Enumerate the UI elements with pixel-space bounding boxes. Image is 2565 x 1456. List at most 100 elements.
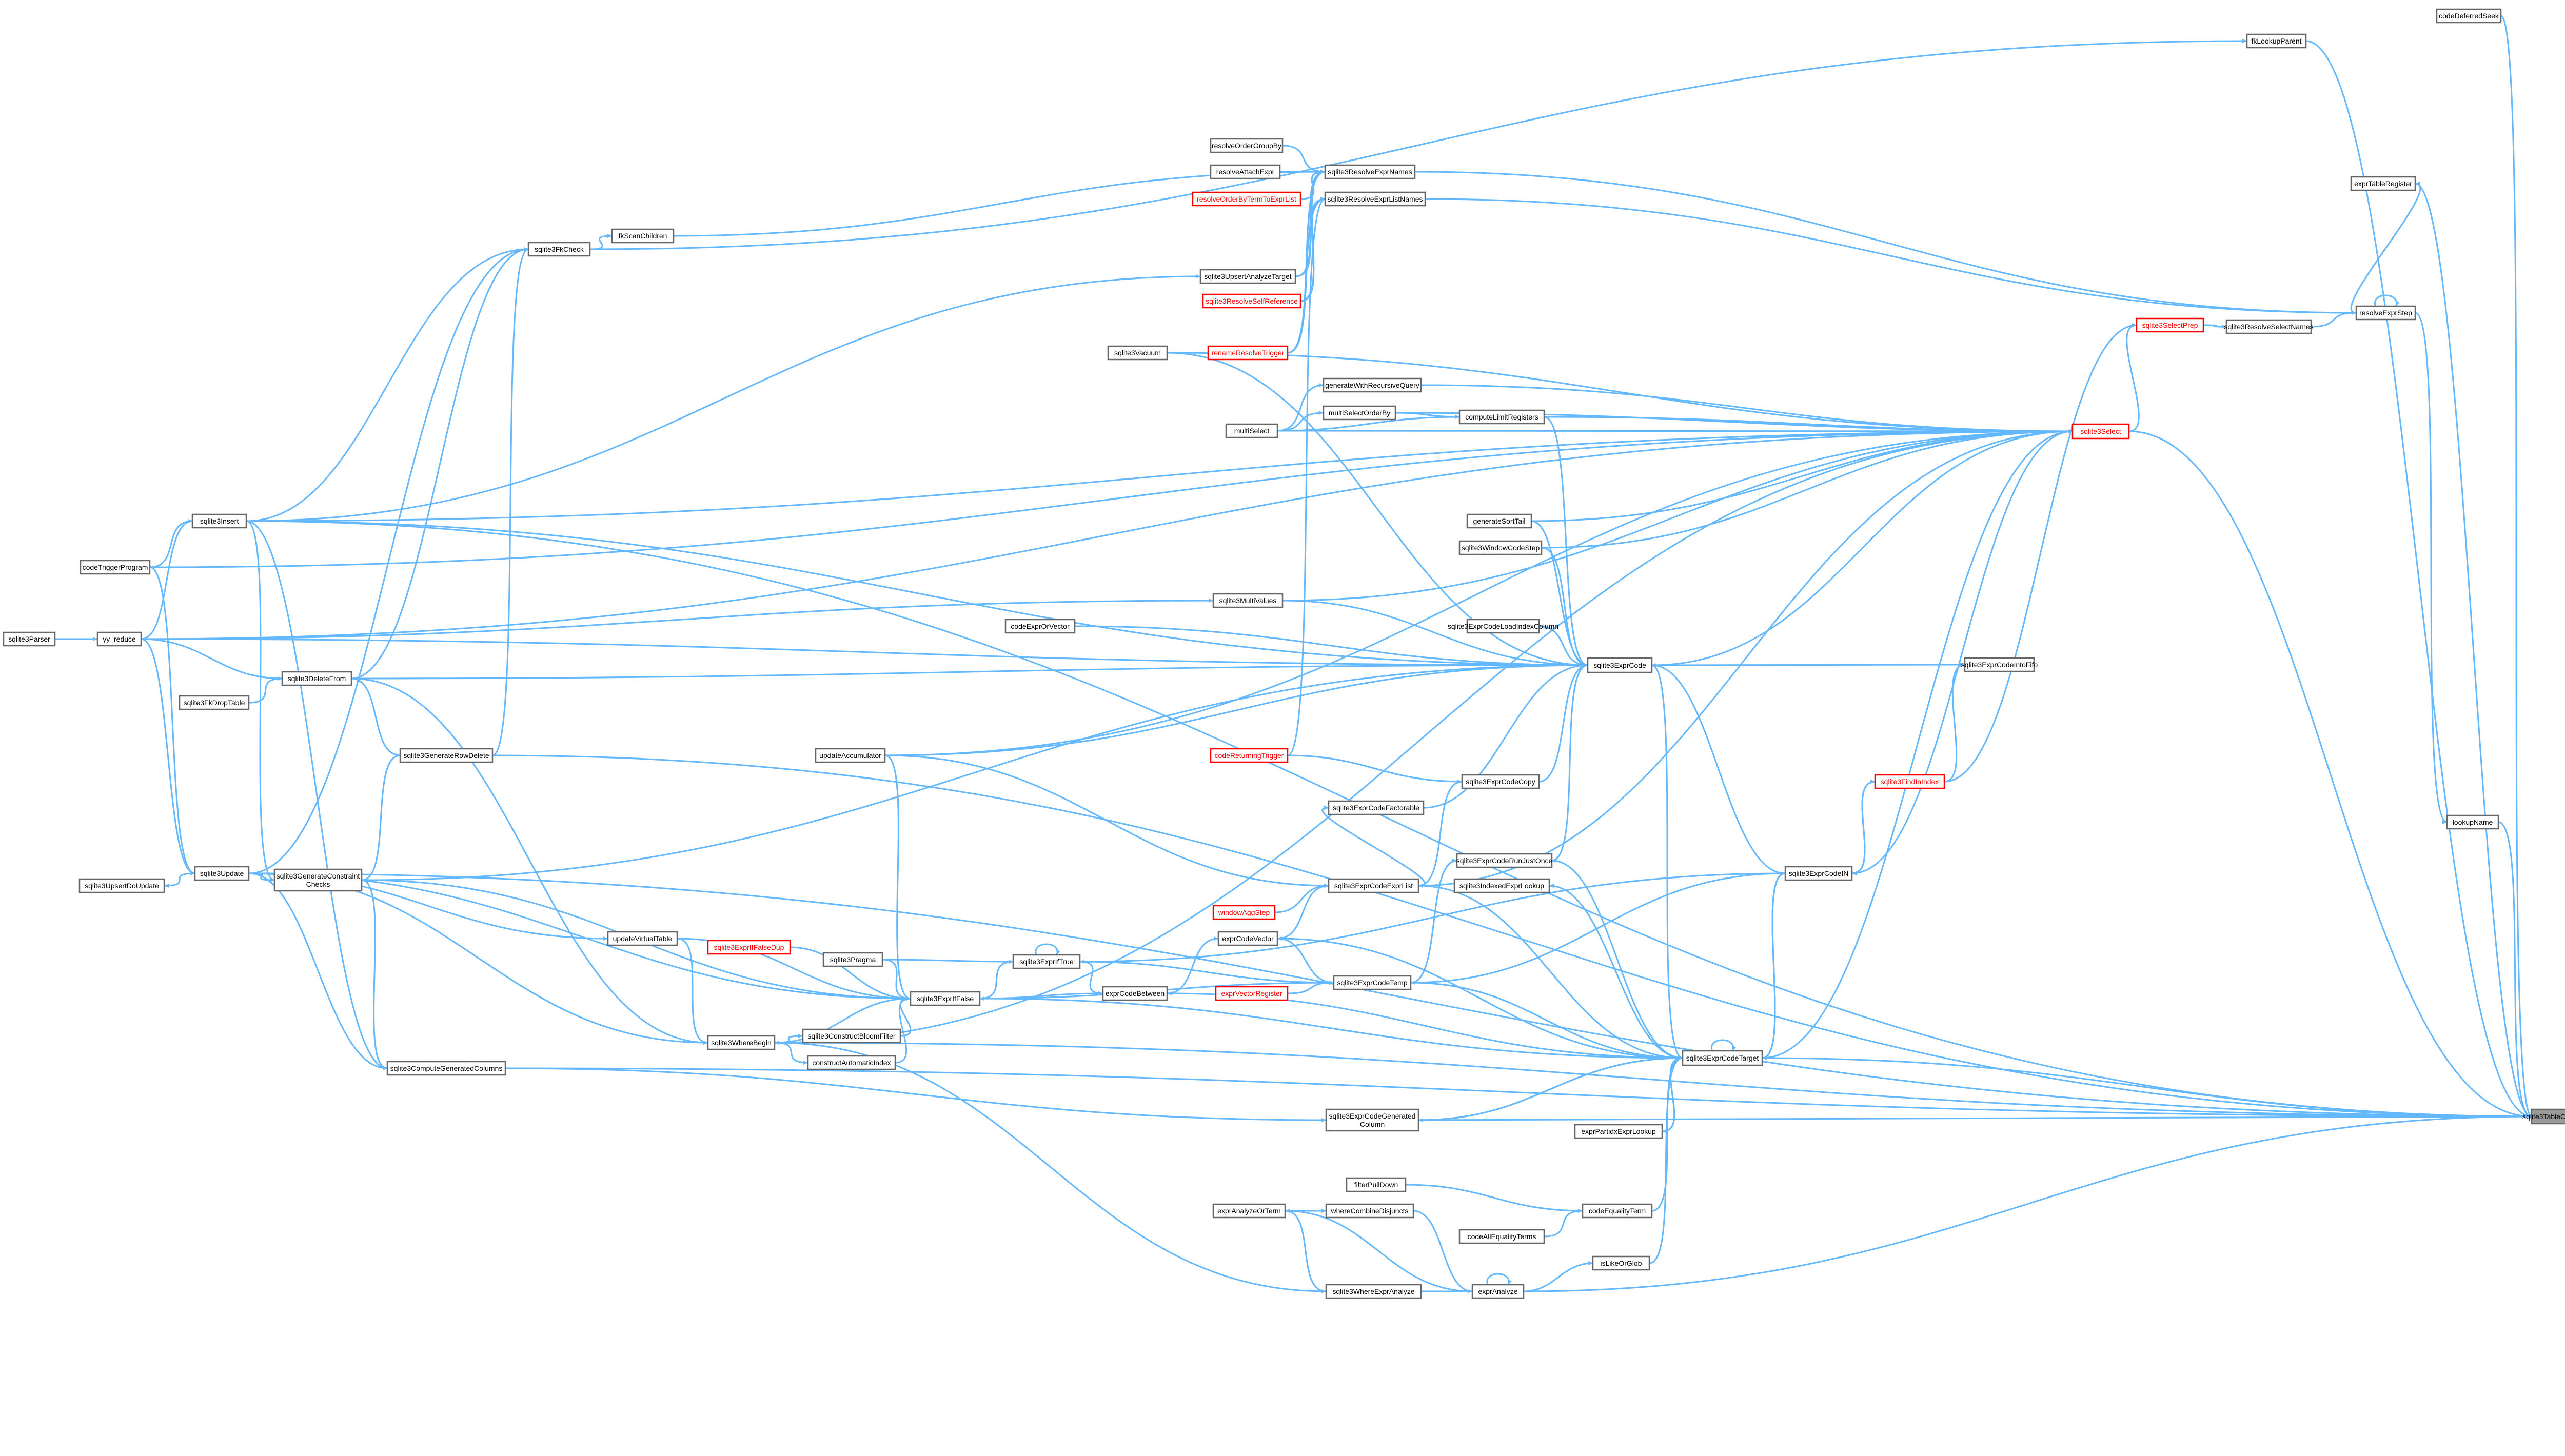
edge-sqlite3-expr-code-factorable-to-sqlite3-expr-code	[1423, 663, 1588, 809]
edge-sqlite3-expr-code-target-to-expr-code-between	[1167, 991, 1683, 1059]
node-sqlite3-table-column-to-storage[interactable]: sqlite3TableColumnToStorage	[2522, 1108, 2565, 1125]
node-where-combine-disjuncts[interactable]: whereCombineDisjuncts	[1325, 1203, 1414, 1219]
node-update-virtual-table[interactable]: updateVirtualTable	[607, 931, 678, 946]
node-sqlite3-expr-if-false-dup[interactable]: sqlite3ExprIfFalseDup	[707, 940, 791, 955]
node-compute-limit-registers[interactable]: computeLimitRegisters	[1458, 409, 1545, 425]
node-box	[1874, 774, 1945, 789]
node-sqlite3-parser[interactable]: sqlite3Parser	[3, 631, 56, 647]
node-code-expr-or-vector[interactable]: codeExprOrVector	[1004, 619, 1076, 634]
node-sqlite3-indexed-expr-lookup[interactable]: sqlite3IndexedExprLookup	[1453, 878, 1550, 893]
node-multi-select[interactable]: multiSelect	[1225, 423, 1278, 438]
node-fk-scan-children[interactable]: fkScanChildren	[611, 228, 675, 244]
node-box	[1199, 269, 1296, 284]
node-sqlite3-select[interactable]: sqlite3Select	[2071, 423, 2130, 440]
node-sqlite3-generate-row-delete[interactable]: sqlite3GenerateRowDelete	[399, 748, 494, 763]
edge-sqlite3-where-begin-to-construct-automatic-index	[774, 1042, 808, 1065]
node-sqlite3-expr-code-expr-list[interactable]: sqlite3ExprCodeExprList	[1328, 878, 1419, 893]
node-box	[1210, 138, 1284, 153]
node-code-trigger-program[interactable]: codeTriggerProgram	[80, 560, 151, 575]
node-sqlite3-insert[interactable]: sqlite3Insert	[191, 513, 247, 529]
node-filter-pull-down[interactable]: filterPullDown	[1346, 1177, 1407, 1192]
edge-sqlite3-compute-generated-columns-to-sqlite3-table-column-to-storage	[505, 1067, 2532, 1119]
edge-filter-pull-down-to-code-equality-term	[1405, 1184, 1583, 1213]
node-expr-vector-register[interactable]: exprVectorRegister	[1215, 986, 1289, 1001]
node-label: sqlite3ExprCodeRunJustOnce	[1456, 856, 1553, 865]
node-sqlite3-expr-code-load-index-column[interactable]: sqlite3ExprCodeLoadIndexColumn	[1448, 619, 1558, 634]
edge-sqlite3-multi-values-to-sqlite3-select	[1282, 429, 2073, 602]
node-construct-automatic-index[interactable]: constructAutomaticIndex	[807, 1055, 896, 1070]
node-code-equality-term[interactable]: codeEqualityTerm	[1582, 1203, 1653, 1219]
edge-code-equality-term-to-sqlite3-expr-code-target	[1651, 1056, 1683, 1212]
node-sqlite3-expr-code[interactable]: sqlite3ExprCode	[1587, 657, 1653, 673]
edge-sqlite3-vacuum-to-sqlite3-select	[1167, 352, 2073, 433]
node-sqlite3-expr-if-true[interactable]: sqlite3ExprIfTrue	[1012, 954, 1081, 969]
node-resolve-expr-step[interactable]: resolveExprStep	[2355, 305, 2416, 321]
node-generate-sort-tail[interactable]: generateSortTail	[1466, 513, 1532, 529]
node-sqlite3-resolve-self-reference[interactable]: sqlite3ResolveSelfReference	[1202, 293, 1301, 309]
node-label: yy_reduce	[103, 635, 136, 643]
node-expr-code-between[interactable]: exprCodeBetween	[1102, 986, 1168, 1001]
node-code-deferred-seek[interactable]: codeDeferredSeek	[2436, 8, 2502, 24]
node-sqlite3-find-in-index[interactable]: sqlite3FindInIndex	[1874, 774, 1945, 789]
node-code-all-equality-terms[interactable]: codeAllEqualityTerms	[1458, 1229, 1545, 1244]
node-window-agg-step[interactable]: windowAggStep	[1212, 905, 1276, 920]
node-fk-lookup-parent[interactable]: fkLookupParent	[2246, 33, 2307, 49]
node-rename-resolve-trigger[interactable]: renameResolveTrigger	[1207, 345, 1289, 361]
node-code-returning-trigger[interactable]: codeReturningTrigger	[1210, 748, 1289, 763]
node-resolve-order-group-by[interactable]: resolveOrderGroupBy	[1210, 138, 1284, 153]
node-sqlite3-fk-drop-table[interactable]: sqlite3FkDropTable	[179, 695, 250, 710]
node-sqlite3-fk-check[interactable]: sqlite3FkCheck	[527, 242, 591, 257]
node-sqlite3-expr-code-in[interactable]: sqlite3ExprCodeIN	[1784, 866, 1853, 881]
node-sqlite3-vacuum[interactable]: sqlite3Vacuum	[1107, 345, 1168, 361]
node-box	[1328, 800, 1425, 815]
node-sqlite3-update[interactable]: sqlite3Update	[194, 866, 250, 881]
node-sqlite3-expr-code-target[interactable]: sqlite3ExprCodeTarget	[1682, 1050, 1763, 1066]
node-sqlite3-construct-bloom-filter[interactable]: sqlite3ConstructBloomFilter	[802, 1028, 901, 1044]
node-sqlite3-pragma[interactable]: sqlite3Pragma	[822, 952, 883, 967]
node-box	[815, 748, 886, 763]
node-is-like-or-glob[interactable]: isLikeOrGlob	[1592, 1255, 1650, 1271]
edge-sqlite3-expr-code-expr-list-to-sqlite3-expr-code-factorable	[1321, 806, 1426, 887]
node-expr-analyze-or-term[interactable]: exprAnalyzeOrTerm	[1212, 1203, 1286, 1219]
node-expr-code-vector[interactable]: exprCodeVector	[1217, 931, 1278, 946]
edge-sqlite3-delete-from-to-sqlite3-expr-code	[351, 663, 1588, 680]
node-expr-table-register[interactable]: exprTableRegister	[2350, 176, 2416, 191]
node-sqlite3-upsert-analyze-target[interactable]: sqlite3UpsertAnalyzeTarget	[1199, 269, 1296, 284]
node-sqlite3-delete-from[interactable]: sqlite3DeleteFrom	[281, 671, 352, 686]
node-sqlite3-expr-code-into-fifo[interactable]: sqlite3ExprCodeIntoFifo	[1961, 657, 2038, 672]
node-resolve-order-by-term-to-expr-list[interactable]: resolveOrderByTermToExprList	[1192, 191, 1301, 207]
node-label: sqlite3WhereExprAnalyze	[1332, 1287, 1415, 1295]
edge-yy_reduce-to-sqlite3-multi-values	[141, 599, 1214, 640]
node-expr-partidx-expr-lookup[interactable]: exprPartidxExprLookup	[1574, 1124, 1663, 1139]
node-sqlite3-expr-code-factorable[interactable]: sqlite3ExprCodeFactorable	[1328, 800, 1425, 815]
node-yy_reduce[interactable]: yy_reduce	[96, 631, 142, 647]
node-sqlite3-resolve-expr-list-names[interactable]: sqlite3ResolveExprListNames	[1324, 191, 1426, 207]
node-sqlite3-select-prep[interactable]: sqlite3SelectPrep	[2136, 317, 2204, 333]
node-sqlite3-compute-generated-columns[interactable]: sqlite3ComputeGeneratedColumns	[386, 1061, 506, 1076]
node-sqlite3-expr-code-copy[interactable]: sqlite3ExprCodeCopy	[1461, 774, 1540, 789]
node-sqlite3-expr-if-false[interactable]: sqlite3ExprIfFalse	[910, 991, 981, 1006]
node-sqlite3-expr-code-run-just-once[interactable]: sqlite3ExprCodeRunJustOnce	[1456, 853, 1553, 868]
edge-code-trigger-program-to-sqlite3-select	[149, 429, 2073, 568]
node-sqlite3-window-code-step[interactable]: sqlite3WindowCodeStep	[1458, 540, 1543, 555]
node-sqlite3-where-begin[interactable]: sqlite3WhereBegin	[707, 1035, 776, 1050]
node-multi-select-order-by[interactable]: multiSelectOrderBy	[1323, 405, 1396, 421]
node-lookup-name[interactable]: lookupName	[2446, 814, 2499, 830]
edge-sqlite3-expr-code-target-to-sqlite3-select	[1762, 429, 2073, 1059]
edge-sqlite3-expr-code-copy-to-sqlite3-expr-code	[1538, 663, 1588, 783]
node-expr-analyze[interactable]: exprAnalyze	[1471, 1284, 1525, 1299]
node-update-accumulator[interactable]: updateAccumulator	[815, 748, 886, 763]
node-sqlite3-resolve-expr-names[interactable]: sqlite3ResolveExprNames	[1324, 164, 1416, 179]
node-sqlite3-resolve-select-names[interactable]: sqlite3ResolveSelectNames	[2224, 319, 2314, 334]
node-sqlite3-upsert-do-update[interactable]: sqlite3UpsertDoUpdate	[78, 878, 165, 893]
node-sqlite3-where-expr-analyze[interactable]: sqlite3WhereExprAnalyze	[1325, 1284, 1422, 1299]
node-label: sqlite3ComputeGeneratedColumns	[390, 1064, 503, 1072]
node-label: renameResolveTrigger	[1212, 349, 1285, 357]
node-resolve-attach-expr[interactable]: resolveAttachExpr	[1210, 164, 1281, 179]
edge-multi-select-to-compute-limit-registers	[1277, 415, 1460, 432]
node-generate-with-recursive-query[interactable]: generateWithRecursiveQuery	[1323, 377, 1422, 393]
node-sqlite3-multi-values[interactable]: sqlite3MultiValues	[1212, 593, 1284, 608]
node-sqlite3-expr-code-temp[interactable]: sqlite3ExprCodeTemp	[1333, 975, 1412, 990]
